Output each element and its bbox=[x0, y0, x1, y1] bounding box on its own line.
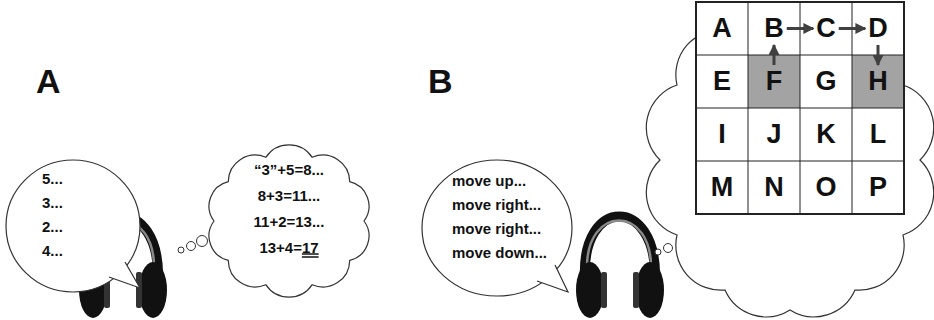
grid-letter: J bbox=[766, 121, 781, 148]
thought-text: “3”+5=8... bbox=[200, 157, 378, 183]
grid-cell: G bbox=[800, 55, 852, 108]
grid-line bbox=[696, 55, 904, 56]
grid-line bbox=[800, 2, 801, 214]
speech-tail-fill bbox=[537, 265, 568, 292]
thought-dot bbox=[664, 244, 673, 253]
grid-letter: O bbox=[815, 174, 836, 201]
ear-pad bbox=[601, 272, 607, 308]
path-arrow bbox=[773, 45, 776, 65]
speech-bubble: 5...3...2...4... bbox=[6, 160, 140, 292]
grid-letter: A bbox=[712, 15, 732, 42]
grid-letter: B bbox=[764, 15, 784, 42]
grid-letter: L bbox=[870, 121, 887, 148]
grid-letter: F bbox=[766, 68, 783, 95]
speech-tail bbox=[537, 265, 568, 292]
headphones-icon bbox=[576, 217, 664, 319]
bubble-outline bbox=[6, 160, 140, 292]
result-underline bbox=[302, 256, 319, 258]
grid-letter: G bbox=[815, 68, 836, 95]
grid-border bbox=[696, 2, 904, 214]
thought-dot bbox=[178, 247, 184, 253]
grid-letter: P bbox=[869, 174, 887, 201]
grid-letter: I bbox=[718, 121, 726, 148]
thought-dot bbox=[655, 249, 661, 255]
grid-line bbox=[696, 108, 904, 109]
grid-letter: H bbox=[868, 68, 888, 95]
speech-outline bbox=[422, 160, 572, 296]
grid-cell: K bbox=[800, 108, 852, 161]
grid-cell: C bbox=[800, 2, 852, 55]
speech-text: 2... bbox=[42, 215, 140, 239]
panel-letter: B bbox=[428, 64, 453, 98]
speech-text: move right... bbox=[452, 193, 572, 217]
grid-cell: N bbox=[748, 161, 800, 214]
thought-dot bbox=[197, 236, 208, 247]
thought-text: 13+4=17 bbox=[200, 235, 378, 261]
ear-pad bbox=[633, 272, 639, 308]
grid-letter: D bbox=[868, 15, 888, 42]
speech-tail-fill bbox=[109, 262, 140, 288]
grid-letter: C bbox=[816, 15, 836, 42]
grid-cell: L bbox=[852, 108, 904, 161]
thought-text: 11+2=13... bbox=[200, 209, 378, 235]
grid-cell: H bbox=[852, 55, 904, 108]
ear-cup bbox=[636, 262, 664, 318]
speech-bubble: move up...move right...move right...move… bbox=[422, 160, 572, 296]
path-arrow bbox=[787, 27, 814, 30]
result-underline bbox=[302, 253, 319, 255]
grid-cell: E bbox=[696, 55, 748, 108]
grid-cell: I bbox=[696, 108, 748, 161]
grid-cell: A bbox=[696, 2, 748, 55]
grid-cell: D bbox=[852, 2, 904, 55]
ear-pad bbox=[136, 272, 142, 308]
speech-text: move right... bbox=[452, 217, 572, 241]
grid-line bbox=[748, 2, 749, 214]
speech-tail bbox=[109, 262, 140, 288]
speech-text: 4... bbox=[42, 239, 140, 263]
grid-cell: O bbox=[800, 161, 852, 214]
grid-letter: M bbox=[711, 174, 734, 201]
grid-letter: K bbox=[816, 121, 836, 148]
speech-text: 3... bbox=[42, 191, 140, 215]
grid-letter: N bbox=[764, 174, 784, 201]
grid-cell: F bbox=[748, 55, 800, 108]
path-arrow bbox=[877, 45, 880, 65]
ear-cup bbox=[576, 262, 604, 318]
grid-cell: P bbox=[852, 161, 904, 214]
thought-dot bbox=[187, 242, 196, 251]
thought-bubble: “3”+5=8...8+3=11...11+2=13...13+4=17 bbox=[200, 140, 378, 302]
grid-letter: E bbox=[713, 68, 731, 95]
speech-outline bbox=[6, 160, 140, 292]
path-arrow bbox=[839, 27, 866, 30]
speech-text: 5... bbox=[42, 167, 140, 191]
grid-cell: B bbox=[748, 2, 800, 55]
headband-highlight bbox=[587, 221, 651, 271]
grid-cell: M bbox=[696, 161, 748, 214]
thought-text: 8+3=11... bbox=[200, 183, 378, 209]
ear-cup bbox=[139, 262, 167, 318]
speech-text: move up... bbox=[452, 169, 572, 193]
speech-text: move down... bbox=[452, 241, 572, 265]
panel-letter: A bbox=[36, 64, 61, 98]
grid-line bbox=[696, 161, 904, 162]
letter-grid bbox=[696, 2, 904, 214]
grid-line bbox=[852, 2, 853, 214]
grid-cell: J bbox=[748, 108, 800, 161]
